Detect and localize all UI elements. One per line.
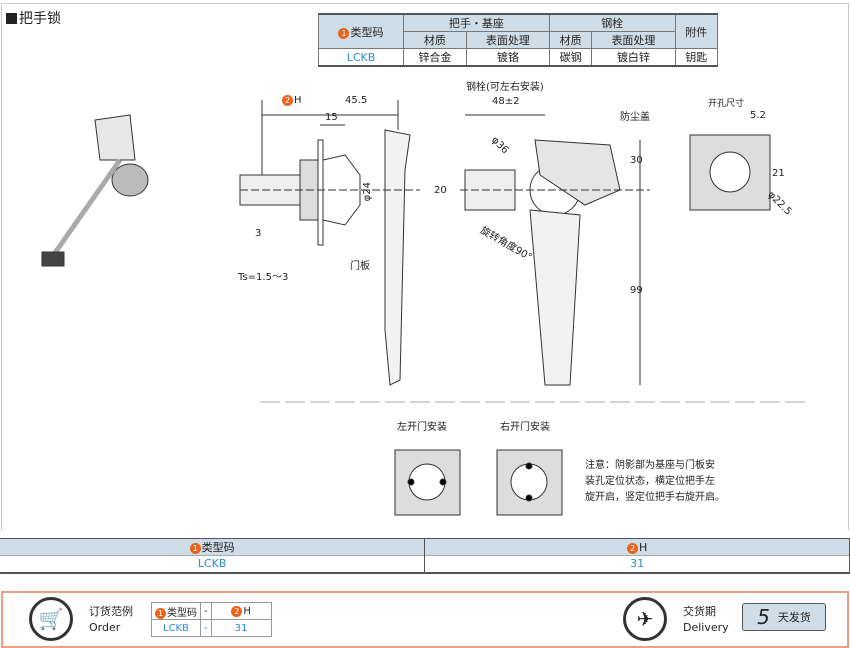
cell-h: 31 [210,619,272,637]
left-door-view [394,449,461,516]
dim-3: 3 [255,228,262,239]
dim-21: 21 [772,168,785,179]
dim-20: 20 [434,185,447,196]
delivery-label: 交货期 [683,605,716,618]
delivery-label-en: Delivery [683,621,729,634]
airplane-icon: ✈ [623,597,667,641]
order-label-en: Order [89,621,121,634]
delivery-unit: 天发货 [777,611,811,624]
th-surface2: 表面处理 [591,31,676,49]
label-dust-cover: 防尘盖 [620,112,650,123]
page-frame [1,3,849,530]
right-door-view [496,449,563,516]
th-bolt: 钢栓 [548,13,676,32]
cell: 钥匙 [674,48,718,67]
dim-30: 30 [630,155,643,166]
label-bolt: 钢栓(可左右安装) [466,82,544,93]
cell: 锌合金 [402,48,467,67]
th-material2: 材质 [548,31,593,49]
th-surface: 表面处理 [465,31,550,49]
label-left-door: 左开门安装 [397,422,447,433]
side-view [239,100,420,386]
note: 注意：阴影部为基座与门板安装孔定位状态，横定位把手左旋开启，竖定位把手右旋开启。 [585,460,725,503]
product-photo [41,114,149,267]
technical-drawing [41,100,810,516]
th-accessory: 附件 [674,13,718,49]
cell: 镀白锌 [591,48,676,67]
label-right-door: 右开门安装 [500,422,550,433]
delivery-badge: 5 天发货 [742,603,826,631]
front-view [460,114,650,386]
th-handle: 把手・基座 [402,13,550,32]
cell: LCKB [318,48,404,67]
label-hole: 开孔尺寸 [708,99,745,109]
cell-type: LCKB [0,555,426,573]
cell-type: LCKB [151,619,201,637]
dim-phi24: φ24 [362,182,373,202]
dim-15: 15 [325,112,338,123]
hole-view [689,134,771,211]
cell: 碳钢 [548,48,593,67]
label-door: 门板 [350,261,370,272]
dim-ts: Ts=1.5～3 [238,272,289,283]
delivery-days: 5 [757,605,770,629]
order-label: 订货范例 [89,605,133,618]
page-title: 把手锁 [6,8,61,28]
dash: - [200,619,212,637]
cell-h: 31 [424,555,850,573]
th-material: 材质 [402,31,467,49]
dim-48: 48±2 [492,96,520,107]
dim-99: 99 [630,285,643,296]
dim-45: 45.5 [345,95,368,106]
dash: - [200,602,212,620]
dim-52: 5.2 [750,110,766,121]
title-text: 把手锁 [19,11,61,27]
cart-icon: 🛒 [29,597,73,641]
